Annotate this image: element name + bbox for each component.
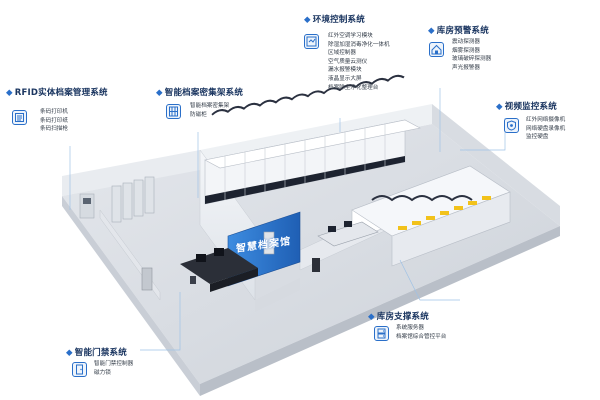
list-item: 玻璃破碎探测器 (452, 56, 492, 63)
shelf-title: ◆智能档案密集架系统 (156, 88, 244, 98)
alarm-title: ◆库房预警系统 (428, 26, 489, 36)
list-item: 条码扫描枪 (40, 126, 68, 133)
dense-shelving-right (351, 165, 511, 267)
list-item: 防磁柜 (190, 111, 207, 118)
list-item: 网络硬盘录像机 (526, 125, 566, 132)
list-item: 磁力锁 (94, 369, 111, 376)
barcode-printer-icon (12, 110, 27, 125)
list-item: 智能档案密集架 (190, 103, 230, 109)
list-item: 档案除尘净化整理台 (328, 84, 379, 91)
list-item: 漏水报警模块 (328, 67, 362, 74)
list-item: 空气质量云测仪 (328, 58, 368, 65)
list-item: 监控硬盘 (526, 134, 549, 141)
list-item: 红外空调学习模块 (328, 33, 373, 39)
front-wall (62, 196, 200, 396)
control-module-icon (304, 34, 319, 49)
dense-shelving-back (204, 74, 421, 205)
list-item: 系统服务器 (396, 325, 424, 331)
shield-camera-icon (504, 118, 519, 133)
rfid-room-racks (79, 176, 155, 223)
list-item: 红外网络摄像机 (526, 117, 566, 123)
house-alarm-icon (429, 42, 444, 57)
front-wall-right (200, 226, 560, 396)
back-wall-left (62, 150, 200, 196)
entrance-door (141, 267, 153, 291)
list-item: 除湿加湿消毒净化一体机 (328, 41, 390, 48)
door-title: ◆智能门禁系统 (66, 348, 127, 358)
env-control-title: ◆环境控制系统 (304, 15, 365, 25)
video-items: 红外网络摄像机 网络硬盘录像机 监控硬盘 (526, 116, 565, 142)
rfid-items: 条码打印机 条码打印纸 条码扫描枪 (40, 108, 68, 134)
video-title: ◆视频监控系统 (496, 102, 557, 112)
shelving-icon (166, 104, 181, 119)
list-item: 声光报警器 (452, 64, 480, 71)
right-wall (432, 104, 560, 226)
list-item: 震动探测器 (452, 39, 480, 45)
support-title: ◆库房支撑系统 (368, 312, 429, 322)
alarm-items: 震动探测器 烟雾探测器 玻璃破碎探测器 声光报警器 (452, 38, 491, 72)
env-control-items: 红外空调学习模块 除湿加湿消毒净化一体机 区域控制器 空气质量云测仪 漏水报警模… (328, 32, 390, 92)
list-item: 条码打印纸 (40, 117, 68, 124)
door-items: 智能门禁控制器 磁力锁 (94, 360, 133, 377)
list-item: 档案馆综合管控平台 (396, 333, 447, 340)
list-item: 智能门禁控制器 (94, 361, 134, 367)
rfid-title: ◆RFID实体档案管理系统 (6, 88, 108, 98)
list-item: 条码打印机 (40, 109, 68, 115)
front-desk-area (180, 248, 258, 292)
support-items: 系统服务器 档案馆综合管控平台 (396, 324, 446, 341)
shelf-items: 智能档案密集架 防磁柜 (190, 102, 229, 119)
mid-desk-area (263, 221, 379, 272)
partition-front (255, 278, 300, 312)
list-item: 烟雾探测器 (452, 47, 480, 54)
server-icon (374, 326, 389, 341)
door-lock-icon (72, 362, 87, 377)
list-item: 区域控制器 (328, 50, 356, 57)
list-item: 液晶显示大屏 (328, 75, 362, 82)
